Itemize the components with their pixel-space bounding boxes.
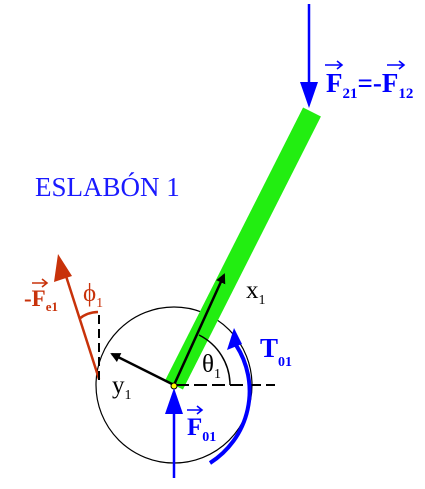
- fe1-force-arrowhead: [54, 254, 72, 282]
- phi1-arc: [78, 310, 99, 320]
- svg-text:F01: F01: [187, 414, 216, 445]
- fe1-label-sign: -: [24, 286, 32, 311]
- fe1-force-shaft: [64, 275, 101, 380]
- f01-label: F01: [187, 405, 216, 445]
- diagram-title: ESLABÓN 1: [35, 172, 180, 202]
- svg-text:F21=-F12: F21=-F12: [326, 68, 413, 102]
- f12-label-main: F: [382, 68, 399, 98]
- f12-vector-arrow-icon: [387, 60, 406, 70]
- fe1-label-main: F: [32, 286, 46, 311]
- y1-label-main: y: [112, 372, 125, 399]
- theta1-label: θ1: [202, 351, 221, 382]
- fe1-label: -Fe1: [24, 278, 58, 314]
- phi1-label-sub: 1: [96, 296, 103, 311]
- f12-label-sub: 12: [398, 86, 413, 102]
- f21-vector-arrow-icon: [325, 60, 344, 70]
- x1-axis-arrow: [172, 273, 226, 386]
- f01-label-sub: 01: [202, 430, 216, 445]
- y1-label: y1: [112, 372, 132, 403]
- t01-torque-arrowhead: [227, 328, 242, 350]
- y1-axis-arrow: [110, 352, 175, 387]
- f21-label: F21=-F12: [325, 60, 413, 102]
- f21-label-eq: =-: [358, 68, 382, 98]
- theta1-arc: [198, 334, 231, 386]
- theta1-label-sub: 1: [214, 367, 221, 382]
- f01-vector-arrow-icon: [187, 405, 204, 415]
- theta1-label-main: θ: [202, 351, 214, 378]
- f21-label-sub: 21: [343, 86, 358, 102]
- f21-label-main: F: [326, 68, 343, 98]
- x1-label: x1: [246, 277, 266, 308]
- svg-text:-Fe1: -Fe1: [24, 286, 58, 314]
- t01-torque-arc: [208, 343, 252, 465]
- f01-label-main: F: [187, 414, 202, 441]
- x1-label-main: x: [246, 277, 259, 304]
- f01-force-arrowhead: [165, 388, 183, 414]
- f21-force-arrowhead: [300, 82, 318, 108]
- y1-label-sub: 1: [125, 388, 132, 403]
- phi1-label-main: ϕ: [83, 280, 96, 307]
- fe1-label-sub: e1: [46, 299, 58, 314]
- fe1-vector-arrow-icon: [32, 278, 49, 288]
- t01-label: T01: [260, 333, 292, 370]
- t01-label-main: T: [260, 333, 278, 363]
- x1-label-sub: 1: [259, 293, 266, 308]
- link-bar: [165, 107, 321, 390]
- phi1-label: ϕ1: [83, 280, 103, 311]
- t01-label-sub: 01: [278, 355, 292, 370]
